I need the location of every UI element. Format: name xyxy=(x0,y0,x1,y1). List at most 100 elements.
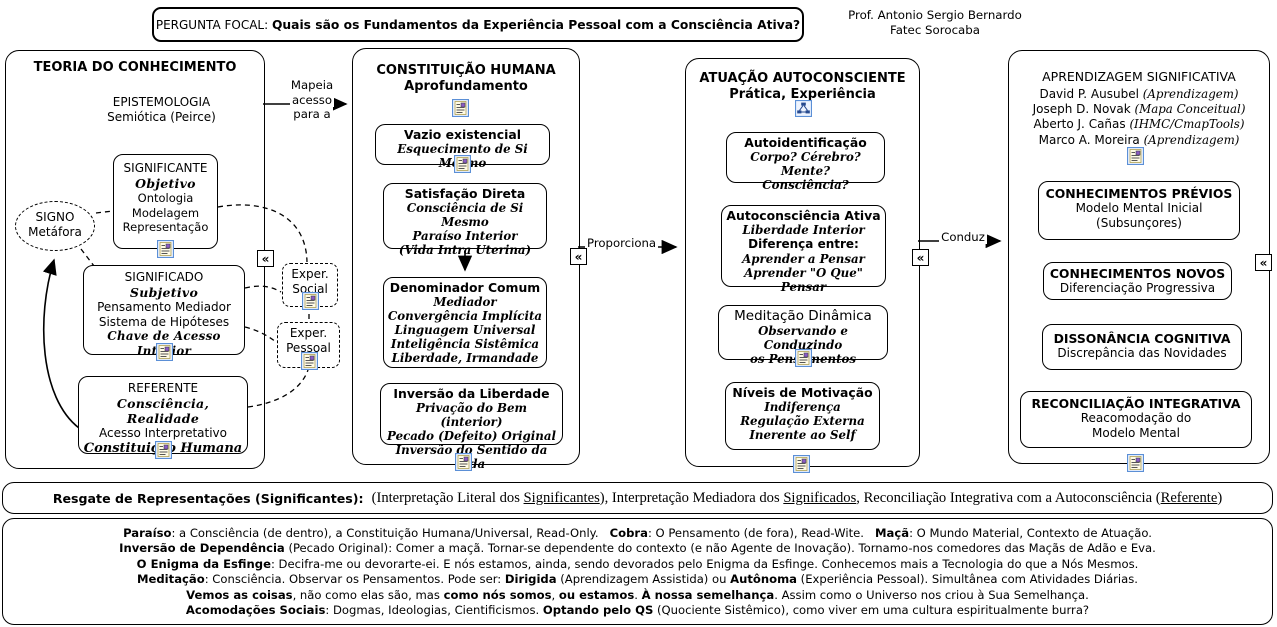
cmap-icon[interactable] xyxy=(794,99,813,118)
previos-line: (Subsunçores) xyxy=(1096,216,1182,230)
author-name-text: Marco A. Moreira xyxy=(1038,132,1144,147)
author-name-text: Aberto J. Cañas xyxy=(1033,117,1130,132)
significante-line: Representação xyxy=(122,220,209,234)
dissonancia-title: DISSONÂNCIA COGNITIVA xyxy=(1053,331,1231,346)
exper-pessoal-line: Exper. xyxy=(289,326,328,340)
referente-line: Acesso Interpretativo xyxy=(98,426,227,440)
resource-icon[interactable] xyxy=(155,342,174,362)
node-conhecimentos-previos[interactable]: CONHECIMENTOS PRÉVIOS Modelo Mental Inic… xyxy=(1038,181,1240,240)
node-meditacao-dinamica[interactable]: Meditação Dinâmica Observando e Conduzin… xyxy=(718,305,888,366)
author-note-text: (Mapa Conceitual) xyxy=(1134,102,1246,117)
link-label-conduz[interactable]: Conduz xyxy=(938,230,988,245)
significante-script: Objetivo xyxy=(135,176,196,191)
node-satisfacao-direta[interactable]: Satisfação Direta Consciência de Si Mesm… xyxy=(383,183,547,257)
focal-question-box[interactable]: PERGUNTA FOCAL: Quais são os Fundamentos… xyxy=(152,7,804,42)
mapeia-line: para a xyxy=(291,107,333,121)
meditacao-title: Meditação Dinâmica xyxy=(734,308,872,324)
proporciona-text: Proporciona xyxy=(585,236,659,250)
column2-subtitle: Aprofundamento xyxy=(404,79,528,94)
author-row: Aberto J. Cañas (IHMC/CmapTools) xyxy=(1009,117,1269,132)
niveis-line: Inerente ao Self xyxy=(749,428,856,442)
node-vazio-existencial[interactable]: Vazio existencial Esquecimento de Si Mes… xyxy=(375,124,550,170)
link-label-mapeia[interactable]: Mapeia acesso para a xyxy=(283,78,341,122)
resource-icon[interactable] xyxy=(301,291,320,311)
author-name-text: David P. Ausubel xyxy=(1039,87,1143,101)
resource-icon[interactable] xyxy=(454,452,473,472)
double-chevron-icon[interactable]: « xyxy=(912,249,929,266)
column3-subtitle: Prática, Experiência xyxy=(729,87,876,102)
node-autoconsciencia-ativa[interactable]: Autoconsciência Ativa Liberdade Interior… xyxy=(721,205,886,294)
resource-icon[interactable] xyxy=(792,454,811,474)
exper-pessoal-line: Pessoal xyxy=(286,340,331,355)
signo-subtitle: Metáfora xyxy=(28,225,82,239)
resgate-bar[interactable]: Resgate de Representações (Significantes… xyxy=(2,482,1273,514)
referente-script: Consciência, Realidade xyxy=(116,396,210,426)
note-line: Meditação: Consciência. Observar os Pens… xyxy=(136,572,1138,587)
resgate-serif-text: (Interpretação Literal dos Significantes… xyxy=(367,489,1223,506)
resource-icon[interactable] xyxy=(794,348,813,368)
reconciliacao-line: Modelo Mental xyxy=(1092,426,1180,440)
significante-line: Modelagem xyxy=(131,205,200,220)
node-autoidentificacao[interactable]: Autoidentificação Corpo? Cérebro? Mente?… xyxy=(726,132,885,192)
autoconsc-title: Autoconsciência Ativa xyxy=(726,208,881,223)
node-dissonancia-cognitiva[interactable]: DISSONÂNCIA COGNITIVA Discrepância das N… xyxy=(1042,324,1242,370)
autoconsc-line1: Liberdade Interior xyxy=(742,223,865,237)
author-row: Marco A. Moreira (Aprendizagem) xyxy=(1009,133,1269,148)
author-note-text: (IHMC/CmapTools) xyxy=(1129,117,1245,132)
signo-title: SIGNO xyxy=(35,210,75,224)
node-conhecimentos-novos[interactable]: CONHECIMENTOS NOVOS Diferenciação Progre… xyxy=(1043,262,1232,300)
node-inversao-liberdade[interactable]: Inversão da Liberdade Privação do Bem (i… xyxy=(380,383,563,471)
author-note-text: (Aprendizagem) xyxy=(1142,87,1239,101)
double-chevron-icon[interactable]: « xyxy=(1255,254,1272,271)
resource-icon[interactable] xyxy=(453,154,472,174)
niveis-line: Regulação Externa xyxy=(740,414,865,428)
denominador-line: Liberdade, Irmandade xyxy=(391,351,539,365)
niveis-title: Níveis de Motivação xyxy=(732,385,873,400)
node-denominador-comum[interactable]: Denominador Comum Mediador Convergência … xyxy=(383,277,547,368)
author-name-text: Joseph D. Novak xyxy=(1032,102,1135,117)
note-line: Vemos as coisas, não como elas são, mas … xyxy=(186,587,1089,602)
epistemologia-line1: EPISTEMOLOGIA xyxy=(112,95,211,109)
author-note-text: (Aprendizagem) xyxy=(1143,132,1240,147)
mapeia-line: acesso xyxy=(289,92,335,107)
note-line: Inversão de Dependência (Pecado Original… xyxy=(119,541,1156,556)
resource-icon[interactable] xyxy=(156,239,175,259)
column1-title: TEORIA DO CONHECIMENTO xyxy=(33,60,237,75)
autoconsc-line: Aprender a Pensar xyxy=(742,252,865,266)
node-niveis-motivacao[interactable]: Níveis de Motivação Indiferença Regulaçã… xyxy=(725,382,880,450)
author-credit: Prof. Antonio Sergio Bernardo Fatec Soro… xyxy=(840,8,1030,37)
denominador-line: Linguagem Universal xyxy=(394,323,536,337)
node-reconciliacao-integrativa[interactable]: RECONCILIAÇÃO INTEGRATIVA Reacomodação d… xyxy=(1020,391,1252,448)
denominador-line: Inteligência Sistêmica xyxy=(390,337,540,351)
resgate-bold-label: Resgate de Representações (Significantes… xyxy=(52,490,368,506)
double-chevron-icon[interactable]: « xyxy=(257,250,274,267)
inversao-line: Privação do Bem (interior) xyxy=(415,401,528,429)
note-line: Acomodações Sociais: Dogmas, Ideologias,… xyxy=(185,603,1090,618)
denominador-title: Denominador Comum xyxy=(389,280,541,295)
node-significado[interactable]: SIGNIFICADO Subjetivo Pensamento Mediado… xyxy=(83,265,245,358)
notes-box[interactable]: Paraíso: a Consciência (de dentro), a Co… xyxy=(2,518,1273,625)
node-significante[interactable]: SIGNIFICANTE Objetivo Ontologia Modelage… xyxy=(113,154,218,249)
inversao-title: Inversão da Liberdade xyxy=(393,386,550,401)
significante-title: SIGNIFICANTE xyxy=(123,161,208,175)
significado-script: Subjetivo xyxy=(129,285,199,300)
resource-icon[interactable] xyxy=(1126,146,1145,166)
column2-title: CONSTITUIÇÃO HUMANA xyxy=(376,63,556,78)
resource-icon[interactable] xyxy=(154,440,173,460)
autoconsc-bold2: Diferença entre: xyxy=(748,237,859,251)
reconciliacao-title: RECONCILIAÇÃO INTEGRATIVA xyxy=(1031,396,1241,411)
author-institution: Fatec Sorocaba xyxy=(890,22,980,37)
autoconsc-line: Aprender "O Que" Pensar xyxy=(744,266,863,294)
previos-line: Modelo Mental Inicial xyxy=(1075,201,1203,215)
resource-icon[interactable] xyxy=(451,98,470,118)
link-label-proporciona[interactable]: Proporciona xyxy=(585,236,659,251)
significante-line: Ontologia xyxy=(137,191,194,205)
resource-icon[interactable] xyxy=(300,351,319,371)
resource-icon[interactable] xyxy=(1126,453,1145,473)
denominador-line: Mediador xyxy=(433,295,497,309)
author-name: Prof. Antonio Sergio Bernardo xyxy=(848,8,1022,22)
double-chevron-icon[interactable]: « xyxy=(570,248,587,265)
vazio-title: Vazio existencial xyxy=(404,127,521,142)
node-signo[interactable]: SIGNO Metáfora xyxy=(15,201,95,251)
note-line: O Enigma da Esfinge: Decifra-me ou devor… xyxy=(136,556,1139,571)
